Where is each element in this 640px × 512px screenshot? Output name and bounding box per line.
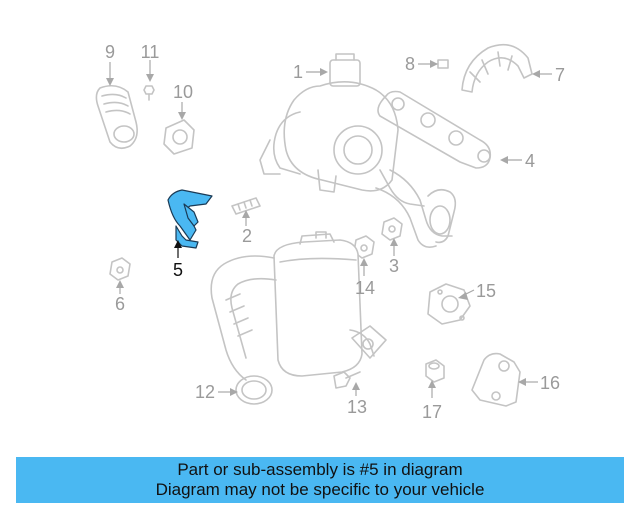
exhaust-manifold[interactable]	[375, 169, 457, 248]
leader-lines	[106, 60, 552, 398]
part-2-stud[interactable]	[231, 197, 261, 215]
callout-14: 14	[355, 278, 375, 298]
part-17-nut[interactable]	[425, 359, 445, 383]
part-9-intake-boot[interactable]	[95, 84, 138, 150]
callout-10: 10	[173, 82, 193, 102]
part-1-turbocharger[interactable]	[259, 53, 425, 207]
callout-13: 13	[347, 397, 367, 417]
callout-17: 17	[422, 402, 442, 422]
exploded-parts-diagram: 9 11 10 1 8 7 4 2 3 14 6 5 15 12 13 17 1…	[95, 42, 565, 422]
callout-16: 16	[540, 373, 560, 393]
part-15-flange[interactable]	[427, 283, 471, 325]
part-3-nut[interactable]	[381, 217, 403, 241]
part-16-bracket[interactable]	[471, 352, 521, 407]
callout-15: 15	[476, 281, 496, 301]
callout-12: 12	[195, 382, 215, 402]
callout-4: 4	[525, 151, 535, 171]
banner-line-disclaimer: Diagram may not be specific to your vehi…	[155, 480, 485, 499]
part-10-flange-gasket[interactable]	[163, 119, 195, 155]
info-banner: Part or sub-assembly is #5 in diagram Di…	[16, 457, 624, 503]
callout-3: 3	[389, 256, 399, 276]
callout-5-active: 5	[173, 260, 183, 280]
part-4-manifold-gasket[interactable]	[377, 90, 492, 169]
callout-6: 6	[115, 294, 125, 314]
catalytic-converter[interactable]	[210, 231, 387, 381]
part-12-ring-gasket[interactable]	[235, 375, 273, 405]
callout-1: 1	[293, 62, 303, 82]
callout-8: 8	[405, 54, 415, 74]
part-13-bolt[interactable]	[333, 371, 361, 389]
part-5-bracket-highlighted[interactable]	[167, 189, 213, 249]
callout-9: 9	[105, 42, 115, 62]
callout-labels: 9 11 10 1 8 7 4 2 3 14 6 5 15 12 13 17 1…	[105, 42, 565, 422]
callout-2: 2	[242, 226, 252, 246]
banner-line-part: Part or sub-assembly is #5 in diagram	[177, 460, 463, 479]
callout-7: 7	[555, 65, 565, 85]
part-11-bolt[interactable]	[143, 85, 155, 101]
callout-11: 11	[141, 42, 160, 62]
part-6-nut[interactable]	[109, 257, 131, 281]
part-7-heat-shield[interactable]	[461, 43, 533, 93]
